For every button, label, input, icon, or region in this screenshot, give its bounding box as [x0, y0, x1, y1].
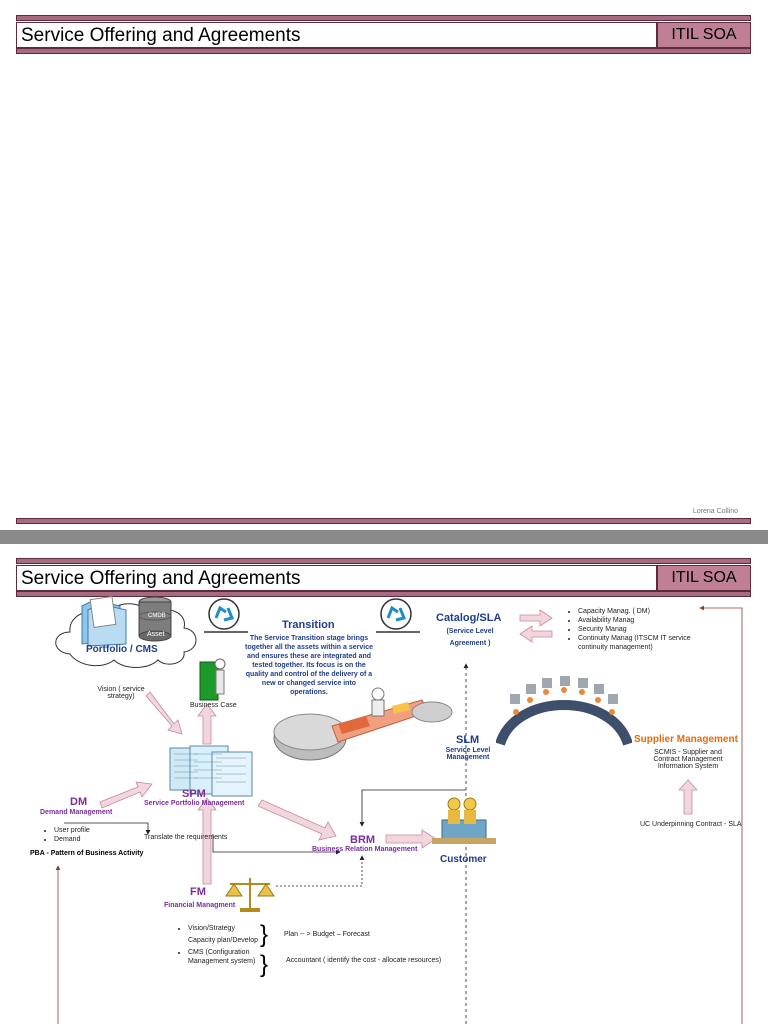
dm-list: User profile Demand: [42, 826, 90, 844]
arrow-catalog-left: [519, 625, 553, 643]
brace-1: }: [260, 921, 268, 948]
title-underline-band: [16, 591, 751, 597]
title-box: Service Offering and Agreements: [16, 22, 657, 48]
plan-label: Plan -- > Budget – Forecast: [284, 931, 370, 938]
catalog-title: Catalog/SLA: [436, 612, 502, 624]
catalog-list: Capacity Manag. ( DM) Availability Manag…: [566, 607, 696, 652]
accountant-label: Accountant ( identify the cost - allocat…: [286, 957, 442, 964]
transition-title: Transition: [282, 619, 335, 631]
slide-2: Service Offering and Agreements ITIL SOA: [0, 544, 768, 1024]
spm-documents-icon: [169, 745, 253, 797]
folder-icon: [81, 596, 127, 647]
puzzle-bridge-illustration: [273, 687, 453, 761]
arrow-vision-to-spm: [145, 691, 183, 735]
pba-label: PBA - Pattern of Business Activity: [30, 850, 144, 857]
arrow-uc-to-supplier: [678, 779, 698, 815]
vision-label: Vision ( service strategy): [97, 686, 145, 700]
slm-to-brm-line: [359, 789, 466, 827]
tag-label: ITIL SOA: [671, 26, 737, 43]
uc-label: UC Underpinning Contract - SLA: [640, 821, 742, 828]
customer-label: Customer: [440, 854, 487, 865]
fm-full: Financial Managment: [164, 902, 236, 909]
tag-box: ITIL SOA: [657, 565, 751, 591]
catalog-list-item: Continuity Manag (ITSCM IT service conti…: [578, 634, 696, 652]
bottom-band: [16, 518, 751, 524]
supplier-sub: SCMIS - Supplier and Contract Management…: [653, 749, 723, 770]
page-title: Service Offering and Agreements: [21, 568, 301, 589]
dm-list-item: Demand: [54, 835, 90, 844]
catalog-sub: (Service Level Agreement ): [446, 628, 494, 647]
arrow-spm-to-businesscase: [197, 703, 217, 745]
top-band: [16, 558, 751, 564]
brm-abbr: BRM: [350, 834, 376, 846]
database-icon: [138, 596, 172, 642]
right-feedback-line: [699, 605, 743, 1024]
fm-to-brm-line: [212, 834, 341, 855]
recycle-icon-2: [376, 598, 420, 633]
catalog-list-item: Security Manag: [578, 625, 696, 634]
recycle-icon: [204, 598, 248, 633]
asset-label: Asset: [147, 631, 165, 638]
fm-abbr: FM: [190, 886, 206, 898]
customer-meeting-icon: [432, 797, 496, 844]
dm-abbr: DM: [70, 796, 88, 808]
supplier-arch-illustration: [496, 674, 632, 746]
page-title: Service Offering and Agreements: [21, 25, 301, 46]
fm-list-item: Capacity plan/Develop: [188, 937, 259, 944]
dm-list-item: User profile: [54, 826, 90, 835]
slm-abbr: SLM: [456, 734, 480, 746]
business-case-label: Business Case: [190, 702, 237, 709]
supplier-title: Supplier Management: [634, 734, 738, 745]
arrow-brm-to-customer: [385, 829, 437, 849]
transition-text: The Service Transition stage brings toge…: [245, 635, 373, 696]
translate-line: [64, 822, 151, 835]
catalog-list-item: Availability Manag: [578, 616, 696, 625]
portfolio-label: Portfolio / CMS: [86, 644, 158, 655]
business-case-figure: [199, 658, 226, 701]
spm-abbr: SPM: [182, 788, 206, 800]
brm-full: Business Relation Management: [312, 846, 418, 853]
slm-full: Service Level Management: [445, 747, 491, 761]
catalog-list-item: Capacity Manag. ( DM): [578, 607, 696, 616]
fm-list-item: CMS (Configuration Management system): [188, 948, 262, 966]
fm-list-2: CMS (Configuration Management system): [176, 948, 262, 966]
tag-box: ITIL SOA: [657, 22, 751, 48]
scales-icon: [225, 878, 275, 912]
top-band: [16, 15, 751, 21]
title-box: Service Offering and Agreements: [16, 565, 657, 591]
arrow-dm-to-spm: [99, 781, 153, 809]
fm-list-item: Vision/Strategy: [188, 923, 266, 935]
tag-label: ITIL SOA: [671, 569, 737, 586]
title-underline-band: [16, 48, 751, 54]
arrow-fm-to-spm: [197, 797, 217, 885]
fm-list-1: Vision/Strategy Capacity plan/Develop: [176, 923, 266, 947]
dm-full: Demand Management: [40, 809, 113, 816]
slide-1: Service Offering and Agreements ITIL SOA…: [0, 0, 768, 530]
author-note: Lorena Collino: [692, 508, 738, 515]
cmdb-label: CMDB: [148, 613, 166, 619]
arrow-catalog-right: [519, 609, 553, 627]
translate-label: Translate the requirements: [144, 834, 228, 841]
fm-dotted-line: [276, 855, 365, 887]
arrow-spm-to-brm: [257, 799, 337, 841]
brace-2: }: [260, 951, 268, 978]
spm-full: Service Portfolio Management: [144, 800, 245, 807]
